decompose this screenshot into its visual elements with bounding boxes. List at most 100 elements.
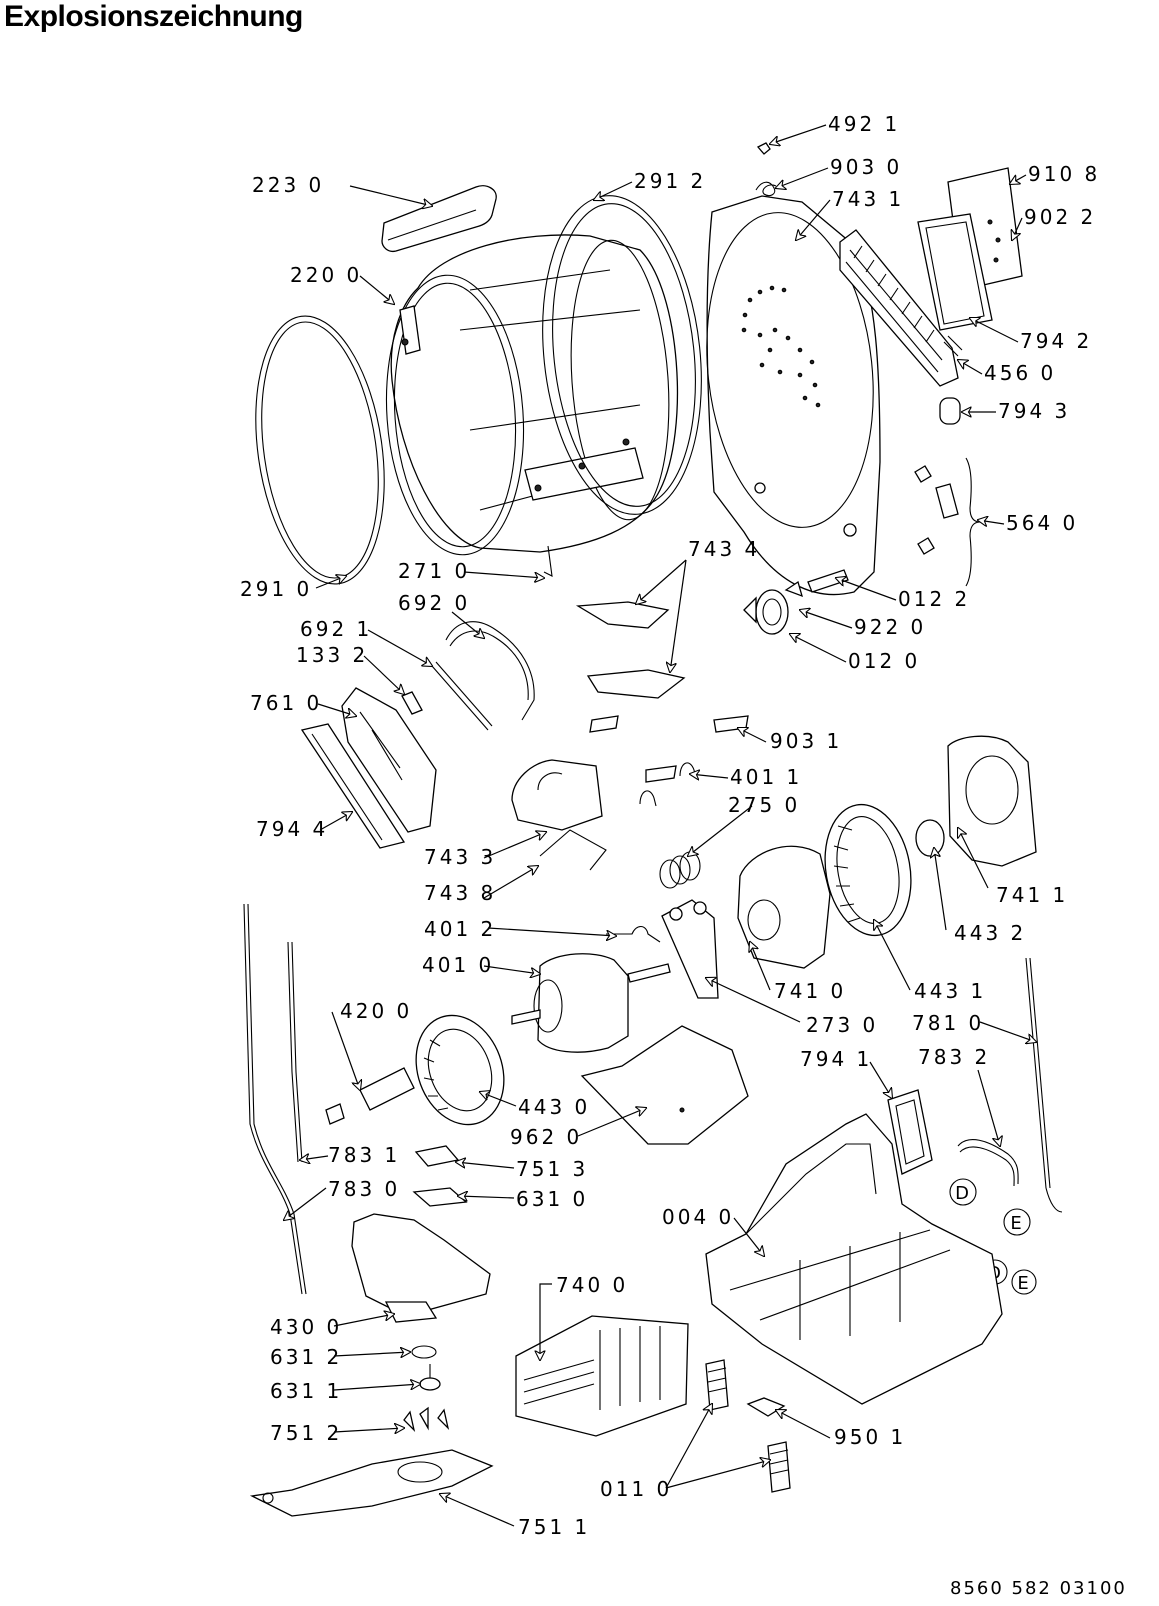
part-bearing-012-0 [743, 589, 789, 635]
part-shaft-012-2 [784, 569, 849, 598]
part-base-plate-751-1 [249, 1449, 494, 1517]
part-hose-783-0 [243, 903, 307, 1295]
label-443-2: 443 2 [954, 921, 1026, 945]
part-hinge-set-564-0 [914, 457, 981, 587]
part-feet-011-0 [705, 1359, 791, 1493]
part-bracket-273-0 [661, 899, 719, 999]
part-fan-housing-741-1 [947, 735, 1037, 867]
label-781-0: 781 0 [912, 1011, 984, 1035]
label-011-0: 011 0 [600, 1477, 672, 1501]
label-133-2: 133 2 [296, 643, 368, 667]
label-401-1: 401 1 [730, 765, 802, 789]
part-filter-794-4 [300, 723, 406, 849]
part-filter-housing-761-0 [341, 687, 437, 833]
label-922-0: 922 0 [854, 615, 926, 639]
label-910-8: 910 8 [1028, 162, 1100, 186]
label-430-0: 430 0 [270, 1315, 342, 1339]
label-794-3: 794 3 [998, 399, 1070, 423]
label-743-8: 743 8 [424, 881, 496, 905]
label-751-3: 751 3 [516, 1157, 588, 1181]
page-title: Explosionszeichnung [4, 0, 303, 33]
part-tabs-903-1 [589, 715, 749, 783]
part-spring-275-0 [659, 851, 701, 889]
label-794-2: 794 2 [1020, 329, 1092, 353]
part-fan-wheel-443-0 [415, 1014, 505, 1126]
label-223-0: 223 0 [252, 173, 324, 197]
label-743-4: 743 4 [688, 537, 760, 561]
rear-panel-perforation [741, 285, 821, 408]
part-hose-781-0 [1025, 957, 1063, 1213]
part-drum-220-0 [385, 234, 679, 556]
part-coupling-443-2 [915, 819, 945, 857]
part-wire-743-8 [539, 829, 607, 871]
label-443-0: 443 0 [518, 1095, 590, 1119]
label-692-0: 692 0 [398, 591, 470, 615]
part-duct-743-3 [511, 759, 603, 831]
label-631-1: 631 1 [270, 1379, 342, 1403]
label-401-2: 401 2 [424, 917, 496, 941]
label-751-1: 751 1 [518, 1515, 590, 1539]
part-labels: 492 1 903 0 910 8 223 0 291 2 743 1 902 … [240, 112, 1100, 1539]
part-clip-492-1 [756, 142, 771, 155]
part-bracket-743-4 [575, 601, 686, 699]
part-seal-794-3 [939, 397, 961, 425]
label-291-2: 291 2 [634, 169, 706, 193]
marker-d-1: D [949, 1178, 977, 1206]
label-794-4: 794 4 [256, 817, 328, 841]
label-903-0: 903 0 [830, 155, 902, 179]
marker-e-2: E [1011, 1269, 1037, 1295]
label-783-0: 783 0 [328, 1177, 400, 1201]
part-seal-794-1 [887, 1089, 933, 1175]
label-004-0: 004 0 [662, 1205, 734, 1229]
part-fan-wheel-443-1 [824, 803, 912, 937]
part-cable-692-1 [431, 661, 493, 731]
part-hose-783-2 [957, 1139, 1019, 1187]
part-belt-271-0 [543, 545, 553, 577]
label-902-2: 902 2 [1024, 205, 1096, 229]
label-950-1: 950 1 [834, 1425, 906, 1449]
label-492-1: 492 1 [828, 112, 900, 136]
part-ring-631-2 [411, 1345, 437, 1359]
label-903-1: 903 1 [770, 729, 842, 753]
part-hose-783-1 [287, 941, 303, 1163]
part-clips-751-2 [403, 1406, 450, 1433]
part-sensor-631-0 [412, 1187, 468, 1207]
label-741-0: 741 0 [774, 979, 846, 1003]
part-cover-962-0 [580, 1025, 749, 1145]
label-420-0: 420 0 [340, 999, 412, 1023]
part-shaft-420-0 [325, 1067, 415, 1125]
label-692-1: 692 1 [300, 617, 372, 641]
label-456-0: 456 0 [984, 361, 1056, 385]
label-012-0: 012 0 [848, 649, 920, 673]
part-spring-903-0 [755, 181, 777, 197]
part-seal-291-0 [255, 315, 385, 585]
part-condenser-740-0 [515, 1315, 689, 1437]
part-seal-291-2 [542, 195, 702, 515]
part-fan-housing-741-0 [737, 845, 831, 969]
part-pump-430-0 [351, 1213, 491, 1323]
part-motor-401-0 [511, 953, 671, 1053]
part-handle-223-0 [381, 185, 497, 253]
label-751-2: 751 2 [270, 1421, 342, 1445]
label-962-0: 962 0 [510, 1125, 582, 1149]
label-631-0: 631 0 [516, 1187, 588, 1211]
label-401-0: 401 0 [422, 953, 494, 977]
label-275-0: 275 0 [728, 793, 800, 817]
leader-lines [284, 124, 1036, 1527]
part-heater-456-0 [839, 229, 963, 387]
part-switch-751-3 [414, 1145, 460, 1167]
label-220-0: 220 0 [290, 263, 362, 287]
label-783-1: 783 1 [328, 1143, 400, 1167]
label-271-0: 271 0 [398, 559, 470, 583]
label-743-1: 743 1 [832, 187, 904, 211]
label-631-2: 631 2 [270, 1345, 342, 1369]
part-950-1 [746, 1397, 786, 1417]
svg-text:D: D [955, 1183, 971, 1204]
part-base-004-0 [705, 1113, 1003, 1405]
label-783-2: 783 2 [918, 1045, 990, 1069]
label-761-0: 761 0 [250, 691, 322, 715]
label-291-0: 291 0 [240, 577, 312, 601]
label-012-2: 012 2 [898, 587, 970, 611]
